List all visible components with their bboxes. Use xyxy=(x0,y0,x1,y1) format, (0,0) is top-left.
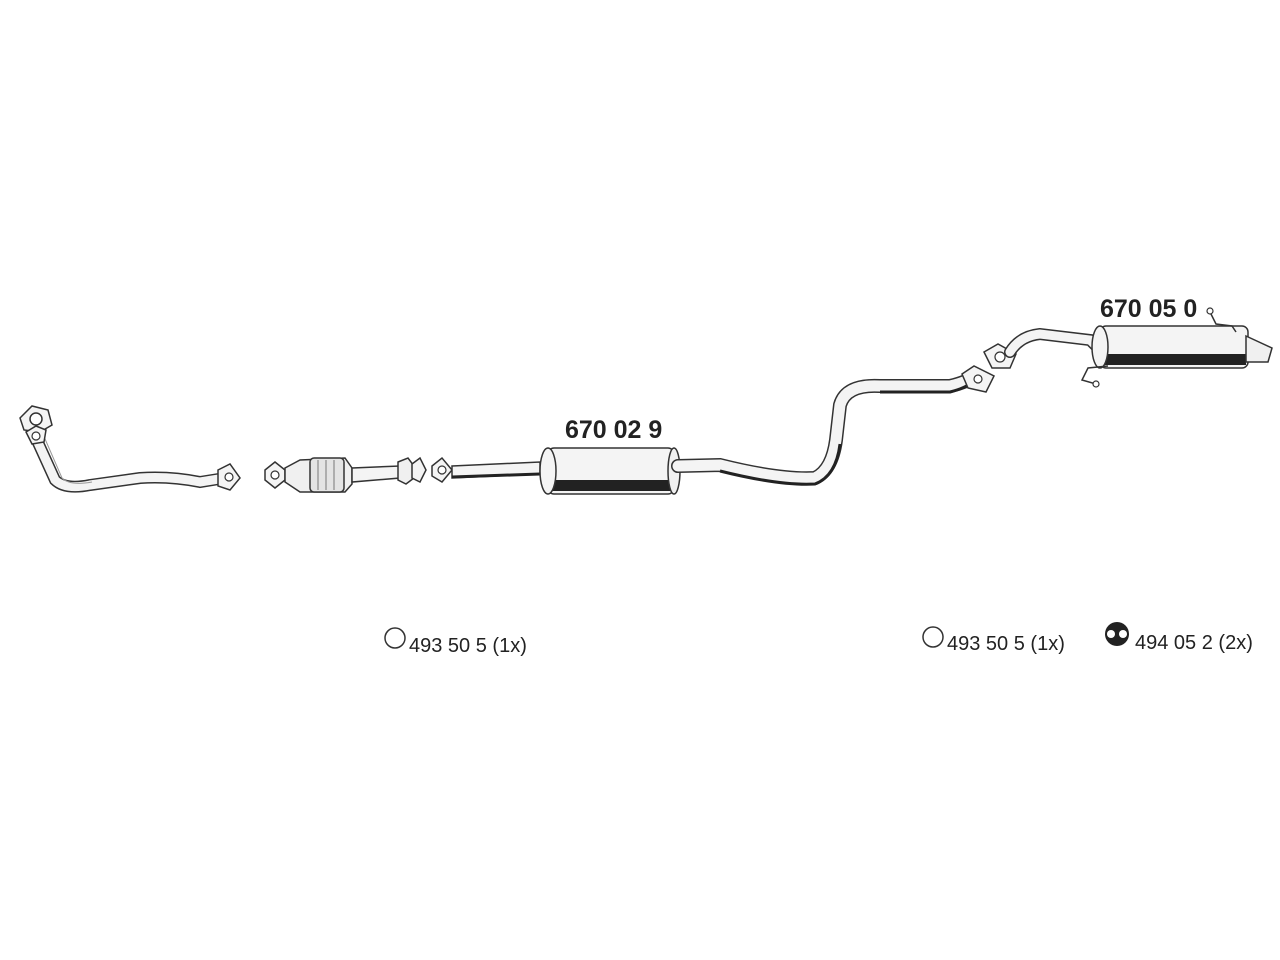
rear-muffler: 670 05 0 xyxy=(983,295,1273,388)
catalytic-converter xyxy=(264,456,427,493)
ring-gasket-icon xyxy=(922,626,944,648)
accessory-label: 494 05 2 (2x) xyxy=(1135,632,1253,654)
accessory-item: 493 50 5 (1x) xyxy=(922,626,1065,655)
front-flange xyxy=(19,405,53,445)
front-pipe-end-flange xyxy=(217,463,241,491)
rubber-hanger-icon xyxy=(1105,622,1129,646)
accessory-label: 493 50 5 (1x) xyxy=(409,635,527,657)
ring-gasket-icon xyxy=(384,627,406,649)
intermediate-pipe xyxy=(431,456,541,483)
accessory-label: 493 50 5 (1x) xyxy=(947,633,1065,655)
front-pipe xyxy=(19,405,241,493)
rear-connecting-pipe xyxy=(671,365,996,486)
accessory-item: 494 05 2 (2x) xyxy=(1105,622,1253,654)
middle-muffler: 670 02 9 xyxy=(539,416,681,495)
accessory-item: 493 50 5 (1x) xyxy=(384,627,527,657)
middle-muffler-part-number: 670 02 9 xyxy=(565,416,662,444)
rear-muffler-part-number: 670 05 0 xyxy=(1100,295,1197,323)
